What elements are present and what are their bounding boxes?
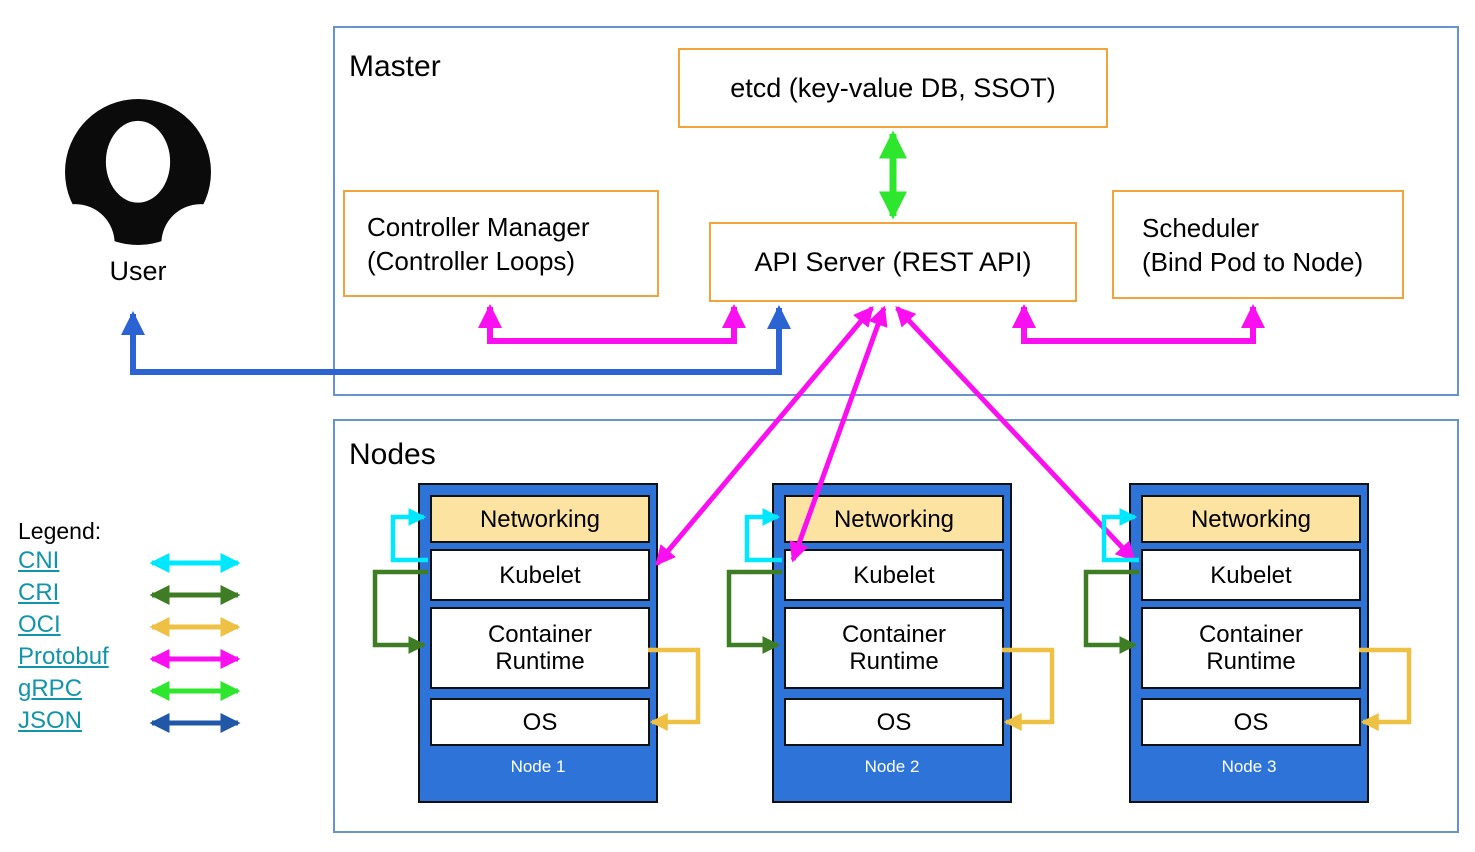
node-3-layer-networking: Networking	[1141, 495, 1361, 543]
node-1-layer-kubelet: Kubelet	[430, 549, 650, 601]
node-2-layer-container-runtime: Container Runtime	[784, 607, 1004, 689]
controller-manager-line2: (Controller Loops)	[367, 245, 576, 276]
api-server-label: API Server (REST API)	[754, 246, 1032, 277]
node-2-layer-networking: Networking	[784, 495, 1004, 543]
legend-link-grpc[interactable]: gRPC	[18, 675, 83, 702]
etcd-label: etcd (key-value DB, SSOT)	[730, 72, 1056, 103]
node-3-layer-kubelet: Kubelet	[1141, 549, 1361, 601]
legend-title: Legend:	[18, 518, 102, 544]
node-1-layer-os: OS	[430, 698, 650, 746]
node-2-layer-kubelet: Kubelet	[784, 549, 1004, 601]
node-3-name: Node 3	[1221, 757, 1277, 776]
legend-link-protobuf[interactable]: Protobuf	[18, 643, 109, 670]
scheduler-line2: (Bind Pod to Node)	[1142, 246, 1364, 277]
node-3-layer-os: OS	[1141, 698, 1361, 746]
node-1-layer-networking: Networking	[430, 495, 650, 543]
user-icon	[65, 99, 211, 245]
node-3-layer-container-runtime: Container Runtime	[1141, 607, 1361, 689]
node-2-name: Node 2	[864, 757, 920, 776]
legend-link-cni[interactable]: CNI	[18, 547, 60, 574]
node-1-card: Networking Kubelet Container Runtime OS …	[418, 483, 658, 803]
scheduler-line1: Scheduler	[1142, 212, 1260, 243]
user-label: User	[109, 256, 167, 286]
node-2-layer-os: OS	[784, 698, 1004, 746]
node-1-name: Node 1	[510, 757, 566, 776]
node-1-layer-container-runtime: Container Runtime	[430, 607, 650, 689]
node-2-card: Networking Kubelet Container Runtime OS …	[772, 483, 1012, 803]
api-server-box: API Server (REST API)	[709, 222, 1077, 302]
node-3-card: Networking Kubelet Container Runtime OS …	[1129, 483, 1369, 803]
scheduler-box: Scheduler (Bind Pod to Node)	[1112, 190, 1404, 299]
controller-manager-line1: Controller Manager	[367, 211, 590, 242]
controller-manager-box: Controller Manager (Controller Loops)	[343, 190, 659, 297]
etcd-box: etcd (key-value DB, SSOT)	[678, 48, 1108, 128]
master-title: Master	[349, 50, 441, 83]
legend-link-cri[interactable]: CRI	[18, 579, 60, 606]
nodes-title: Nodes	[349, 438, 436, 471]
legend-link-oci[interactable]: OCI	[18, 611, 61, 638]
legend-link-json[interactable]: JSON	[18, 707, 83, 734]
